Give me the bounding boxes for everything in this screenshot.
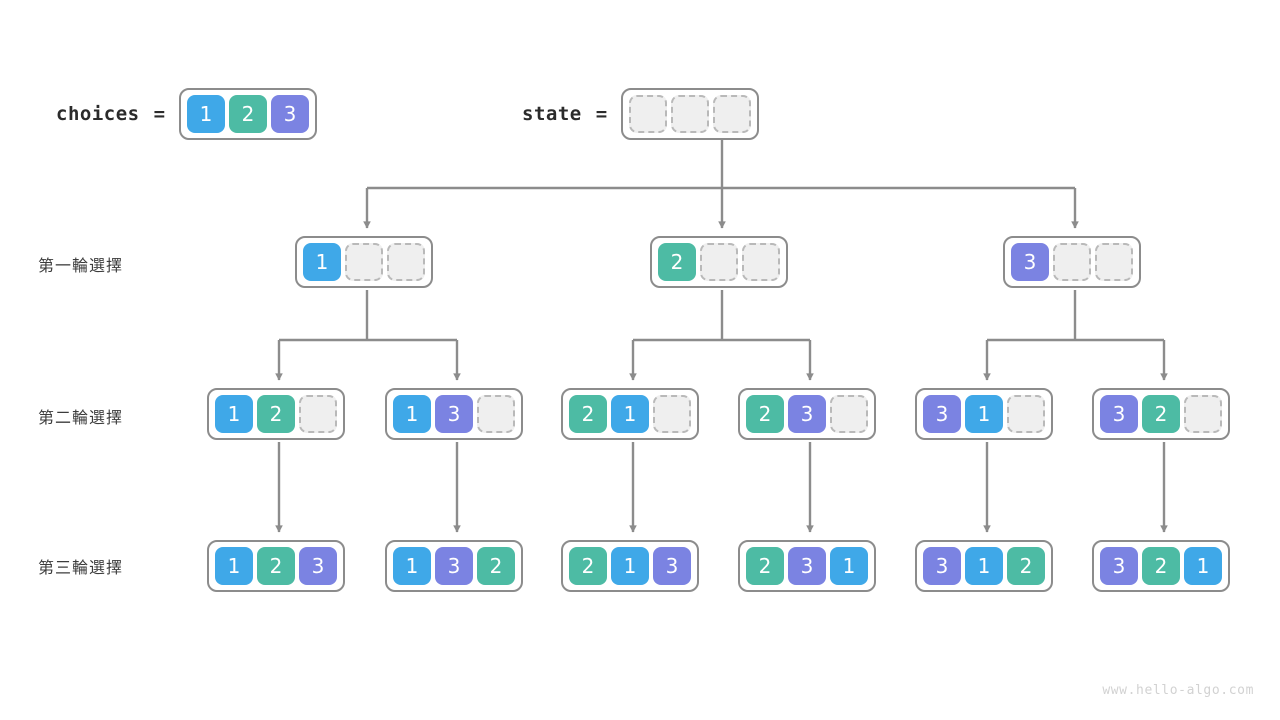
tree-node-level3: 1 2 3 xyxy=(207,540,345,592)
tree-node-level3: 3 1 2 xyxy=(915,540,1053,592)
node-cell: 2 xyxy=(257,547,295,585)
node-cell: 1 xyxy=(965,395,1003,433)
node-cell xyxy=(1184,395,1222,433)
node-cell: 3 xyxy=(788,547,826,585)
node-cell: 2 xyxy=(658,243,696,281)
node-cell xyxy=(1053,243,1091,281)
tree-node-level2: 1 3 xyxy=(385,388,523,440)
tree-node-level3: 1 3 2 xyxy=(385,540,523,592)
choices-cell: 3 xyxy=(271,95,310,133)
tree-node-level1: 2 xyxy=(650,236,788,288)
node-cell: 3 xyxy=(435,547,473,585)
tree-node-level2: 3 2 xyxy=(1092,388,1230,440)
node-cell: 2 xyxy=(477,547,515,585)
node-cell: 1 xyxy=(830,547,868,585)
node-cell xyxy=(830,395,868,433)
tree-node-level3: 2 3 1 xyxy=(738,540,876,592)
node-cell: 1 xyxy=(215,395,253,433)
state-cell xyxy=(713,95,752,133)
node-cell: 1 xyxy=(215,547,253,585)
row-label-round-1: 第一輪選擇 xyxy=(38,256,124,275)
node-cell xyxy=(299,395,337,433)
tree-node-level3: 3 2 1 xyxy=(1092,540,1230,592)
node-cell xyxy=(1007,395,1045,433)
node-cell xyxy=(742,243,780,281)
node-cell: 2 xyxy=(569,547,607,585)
node-cell: 2 xyxy=(1142,395,1180,433)
row-label-round-2: 第二輪選擇 xyxy=(38,408,124,427)
node-cell: 2 xyxy=(257,395,295,433)
node-cell: 3 xyxy=(653,547,691,585)
state-equals-sign: = xyxy=(595,103,608,125)
node-cell xyxy=(700,243,738,281)
state-cell xyxy=(671,95,710,133)
node-cell: 2 xyxy=(569,395,607,433)
row-label-round-3: 第三輪選擇 xyxy=(38,558,124,577)
watermark: www.hello-algo.com xyxy=(1102,683,1254,698)
node-cell xyxy=(387,243,425,281)
node-cell: 1 xyxy=(611,547,649,585)
choices-cell: 2 xyxy=(229,95,268,133)
node-cell: 1 xyxy=(303,243,341,281)
choices-cell: 1 xyxy=(187,95,226,133)
node-cell: 2 xyxy=(746,395,784,433)
tree-node-level2: 1 2 xyxy=(207,388,345,440)
node-cell: 2 xyxy=(1007,547,1045,585)
node-cell xyxy=(1095,243,1133,281)
node-cell: 3 xyxy=(923,547,961,585)
state-expression: state = xyxy=(522,88,760,140)
node-cell: 3 xyxy=(1100,395,1138,433)
node-cell: 1 xyxy=(611,395,649,433)
tree-node-level3: 2 1 3 xyxy=(561,540,699,592)
state-array xyxy=(621,88,760,140)
node-cell: 1 xyxy=(965,547,1003,585)
choices-label: choices xyxy=(56,103,140,125)
choices-expression: choices = 1 2 3 xyxy=(56,88,318,140)
node-cell xyxy=(477,395,515,433)
node-cell: 3 xyxy=(299,547,337,585)
node-cell: 1 xyxy=(393,395,431,433)
node-cell: 2 xyxy=(746,547,784,585)
tree-node-level1: 3 xyxy=(1003,236,1141,288)
node-cell: 3 xyxy=(1011,243,1049,281)
tree-node-level2: 2 1 xyxy=(561,388,699,440)
state-cell xyxy=(629,95,668,133)
node-cell: 1 xyxy=(393,547,431,585)
node-cell xyxy=(345,243,383,281)
choices-equals-sign: = xyxy=(153,103,166,125)
node-cell: 3 xyxy=(1100,547,1138,585)
node-cell: 2 xyxy=(1142,547,1180,585)
tree-node-level1: 1 xyxy=(295,236,433,288)
choices-array: 1 2 3 xyxy=(179,88,318,140)
node-cell: 1 xyxy=(1184,547,1222,585)
node-cell xyxy=(653,395,691,433)
tree-node-level2: 3 1 xyxy=(915,388,1053,440)
node-cell: 3 xyxy=(435,395,473,433)
state-label: state xyxy=(522,103,582,125)
node-cell: 3 xyxy=(788,395,826,433)
node-cell: 3 xyxy=(923,395,961,433)
tree-node-level2: 2 3 xyxy=(738,388,876,440)
